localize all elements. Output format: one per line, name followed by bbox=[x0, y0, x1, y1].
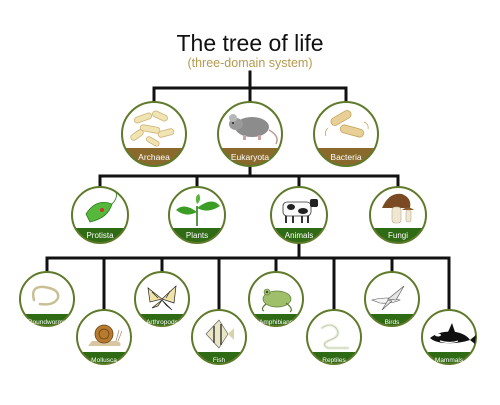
group-fish: Fish bbox=[191, 309, 247, 365]
domain-label-archaea: Archaea bbox=[138, 152, 170, 162]
group-roundworms: Roundworms bbox=[19, 271, 75, 327]
euglena-icon bbox=[85, 191, 117, 223]
bacteria-icon bbox=[324, 110, 369, 138]
worm-icon bbox=[31, 285, 60, 306]
snail-icon bbox=[88, 324, 123, 346]
group-reptiles: Reptiles bbox=[306, 309, 362, 365]
group-label-birds: Birds bbox=[385, 319, 401, 326]
group-arthropods: Arthropods bbox=[134, 271, 190, 327]
animals-connector bbox=[45, 241, 451, 312]
orca-icon bbox=[430, 323, 476, 344]
seedling-icon bbox=[176, 194, 220, 226]
group-label-reptiles: Reptiles bbox=[322, 357, 346, 364]
frog-icon bbox=[261, 288, 292, 313]
eukaryota-connector bbox=[98, 164, 400, 189]
group-label-mollusca: Mollusca bbox=[91, 357, 117, 364]
domain-label-eukaryota: Eukaryota bbox=[231, 152, 270, 162]
connector-lines bbox=[45, 70, 451, 312]
group-mollusca: Mollusca bbox=[76, 309, 132, 365]
cow-icon bbox=[282, 199, 318, 223]
domain-eukaryota: Eukaryota bbox=[217, 101, 283, 167]
group-birds: Birds bbox=[364, 271, 420, 327]
root-connector bbox=[152, 70, 348, 104]
group-label-amphibians: Amphibians bbox=[259, 319, 294, 326]
domain-bacteria: Bacteria bbox=[313, 101, 379, 167]
domain-label-bacteria: Bacteria bbox=[330, 152, 361, 162]
domain-archaea: Archaea bbox=[121, 101, 187, 167]
butterfly-icon bbox=[147, 285, 177, 311]
kingdom-fungi: Fungi bbox=[369, 186, 427, 244]
rod-cells-icon bbox=[130, 110, 175, 147]
angelfish-icon bbox=[205, 319, 234, 349]
group-amphibians: Amphibians bbox=[248, 271, 304, 327]
group-label-fish: Fish bbox=[213, 357, 226, 364]
kingdom-label-plants: Plants bbox=[186, 231, 208, 240]
kingdom-animals: Animals bbox=[270, 186, 328, 244]
bird-icon bbox=[370, 285, 405, 311]
mouse-icon bbox=[229, 114, 278, 145]
group-label-mammals: Mammals bbox=[435, 357, 464, 364]
kingdom-plants: Plants bbox=[168, 186, 226, 244]
page-title: The tree of life bbox=[176, 30, 324, 56]
group-mammals: Mammals bbox=[421, 309, 477, 365]
kingdom-protista: Protista bbox=[71, 186, 129, 244]
kingdom-label-animals: Animals bbox=[285, 231, 313, 240]
kingdom-label-fungi: Fungi bbox=[388, 231, 408, 240]
kingdom-label-protista: Protista bbox=[86, 231, 114, 240]
page-subtitle: (three-domain system) bbox=[187, 56, 313, 70]
group-label-arthropods: Arthropods bbox=[146, 319, 179, 326]
group-label-roundworms: Roundworms bbox=[28, 319, 67, 326]
mushroom-icon bbox=[382, 193, 414, 224]
